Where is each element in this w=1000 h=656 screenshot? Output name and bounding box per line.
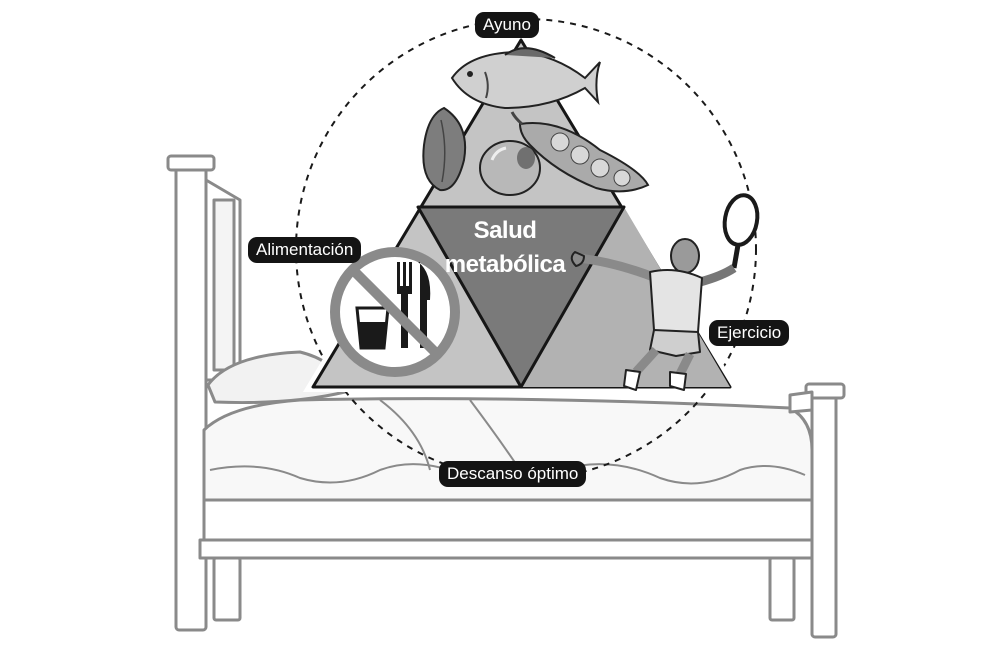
tennis-player-icon xyxy=(570,193,760,391)
pillar-label-fasting: Ayuno xyxy=(475,12,539,38)
center-label-line2: metabólica xyxy=(444,251,566,278)
bed-icon xyxy=(166,154,846,639)
pillar-label-exercise: Ejercicio xyxy=(709,320,790,346)
pyramid-center-section xyxy=(416,205,626,389)
fish-icon xyxy=(450,47,601,110)
olive-icon xyxy=(479,140,541,196)
no-food-icon xyxy=(330,247,460,377)
pillar-label-rest: Descanso óptimo xyxy=(439,461,587,487)
center-label-line1: Salud xyxy=(473,217,537,244)
pillar-label-nutrition: Alimentación xyxy=(248,237,362,263)
center-label: Salud metabólica xyxy=(435,214,575,282)
pea-pod-icon xyxy=(510,111,650,193)
almond-icon xyxy=(422,106,466,192)
